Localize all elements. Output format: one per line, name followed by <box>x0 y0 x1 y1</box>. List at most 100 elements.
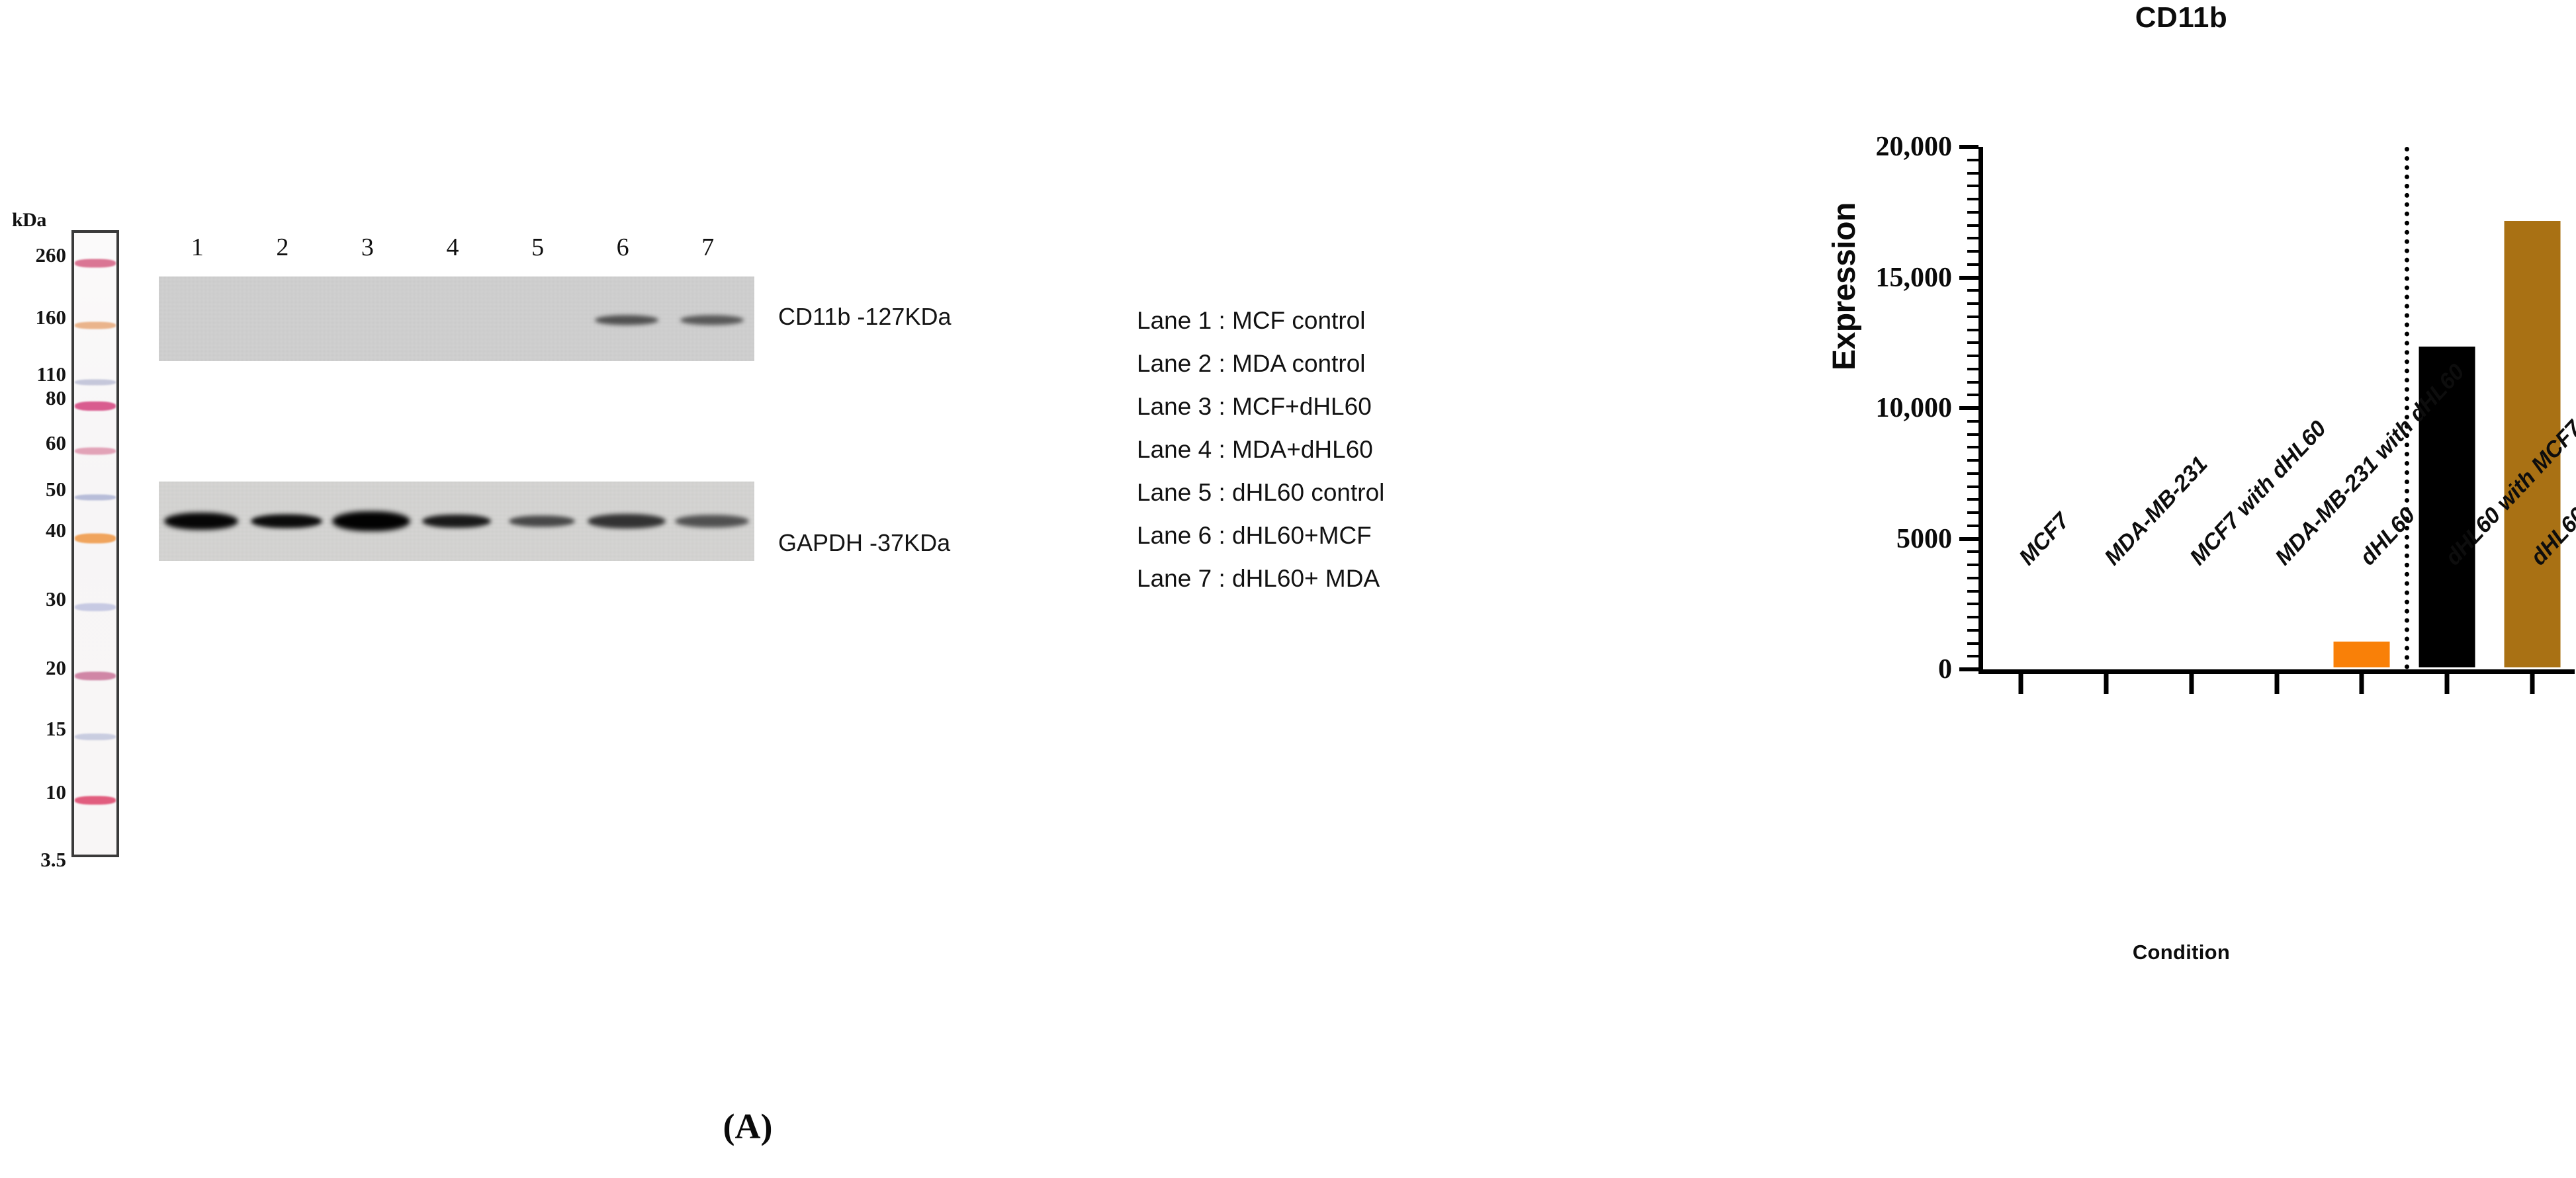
lane-number-5: 5 <box>531 233 545 261</box>
blot-band-gapdh-lane-4 <box>422 515 491 528</box>
ladder-band-30 <box>75 603 116 611</box>
lane-legend-item-4: Lane 4 : MDA+dHL60 <box>1137 436 1373 463</box>
ladder-label-60: 60 <box>46 431 66 454</box>
blot-band-gapdh-lane-2 <box>250 514 322 528</box>
y-minor-tick-12000 <box>1967 355 1978 357</box>
ladder-label-10: 10 <box>46 780 66 804</box>
y-minor-tick-8500 <box>1967 446 1978 449</box>
y-minor-tick-12500 <box>1967 341 1978 345</box>
ladder-band-110 <box>75 379 116 386</box>
blot-band-cd11b-lane-6 <box>595 315 659 325</box>
y-minor-tick-19000 <box>1967 171 1978 175</box>
blot-band-gapdh-lane-3 <box>332 511 411 531</box>
ladder-label-260: 260 <box>35 243 67 267</box>
ladder-label-160: 160 <box>35 306 67 329</box>
lane-legend-item-1: Lane 1 : MCF control <box>1137 307 1366 334</box>
bar-6 <box>2419 346 2475 667</box>
ladder-label-40: 40 <box>46 519 66 542</box>
lane-number-4: 4 <box>446 233 459 261</box>
ladder-label-15: 15 <box>46 717 66 740</box>
x-major-tick-4 <box>2274 674 2279 694</box>
ladder-band-20 <box>75 671 116 681</box>
y-minor-tick-7500 <box>1967 472 1978 475</box>
ladder-label-30: 30 <box>46 587 66 610</box>
y-minor-tick-2000 <box>1967 616 1978 618</box>
y-minor-tick-18000 <box>1967 198 1978 200</box>
x-major-tick-1 <box>2018 674 2023 694</box>
y-axis-title: Expression <box>1827 202 1862 370</box>
x-major-tick-5 <box>2359 674 2364 694</box>
y-minor-tick-10500 <box>1967 394 1978 397</box>
x-major-tick-6 <box>2444 674 2450 694</box>
y-major-tick-10000 <box>1959 406 1978 410</box>
lane-legend-item-7: Lane 7 : dHL60+ MDA <box>1137 565 1380 592</box>
y-minor-tick-8000 <box>1967 459 1978 462</box>
y-tick-label-20000: 20,000 <box>1875 132 1953 162</box>
y-minor-tick-16500 <box>1967 237 1978 240</box>
y-minor-tick-17500 <box>1967 210 1978 214</box>
y-minor-tick-3500 <box>1967 576 1978 579</box>
y-minor-tick-1000 <box>1967 642 1978 645</box>
y-minor-tick-14000 <box>1967 302 1978 305</box>
y-minor-tick-6500 <box>1967 498 1978 501</box>
lane-legend-item-5: Lane 5 : dHL60 control <box>1137 479 1385 506</box>
ladder-band-60 <box>75 447 116 455</box>
ladder-label-3-5: 3.5 <box>40 848 66 871</box>
y-minor-tick-13000 <box>1967 328 1978 331</box>
y-minor-tick-5500 <box>1967 524 1978 527</box>
y-minor-tick-2500 <box>1967 603 1978 606</box>
ladder-unit-label: kDa <box>12 209 46 231</box>
y-major-tick-15000 <box>1959 275 1978 280</box>
ladder-band-80 <box>75 401 116 411</box>
y-minor-tick-4000 <box>1967 564 1978 566</box>
ladder-band-40 <box>75 533 116 544</box>
y-minor-tick-6000 <box>1967 511 1978 514</box>
blot-membrane-gapdh <box>159 482 754 561</box>
plot-area <box>1959 145 2575 694</box>
lane-legend-item-2: Lane 2 : MDA control <box>1137 350 1366 377</box>
y-minor-tick-15500 <box>1967 263 1978 266</box>
lane-number-7: 7 <box>701 233 715 261</box>
lane-legend-item-3: Lane 3 : MCF+dHL60 <box>1137 393 1372 420</box>
y-minor-tick-19500 <box>1967 158 1978 161</box>
y-minor-tick-1500 <box>1967 628 1978 632</box>
ladder-band-15 <box>75 734 116 740</box>
chart-title: CD11b <box>2135 1 2228 34</box>
ladder-band-50 <box>75 494 116 501</box>
y-minor-tick-17000 <box>1967 224 1978 227</box>
blot-band-gapdh-lane-5 <box>508 515 575 527</box>
x-major-tick-2 <box>2104 674 2109 694</box>
y-minor-tick-16000 <box>1967 250 1978 253</box>
ladder-band-10 <box>75 796 116 805</box>
y-minor-tick-13500 <box>1967 315 1978 318</box>
lane-number-1: 1 <box>191 233 204 261</box>
panel-caption-a: (A) <box>723 1107 773 1146</box>
y-minor-tick-11500 <box>1967 367 1978 370</box>
y-major-tick-5000 <box>1959 536 1978 541</box>
y-minor-tick-9500 <box>1967 419 1978 423</box>
ladder-label-50: 50 <box>46 478 66 501</box>
blot-band-gapdh-lane-1 <box>164 513 239 530</box>
x-major-tick-7 <box>2530 674 2535 694</box>
vertical-dotted-divider <box>2404 147 2409 669</box>
lane-number-6: 6 <box>616 233 629 261</box>
blot-membrane-cd11b <box>159 276 754 361</box>
y-minor-tick-18500 <box>1967 185 1978 188</box>
blot-band-gapdh-lane-7 <box>674 515 749 528</box>
y-axis-spine <box>1978 147 1983 671</box>
y-tick-label-15000: 15,000 <box>1875 262 1953 293</box>
ladder-band-160 <box>75 321 116 329</box>
blot-label-cd11b: CD11b -127KDa <box>778 303 952 330</box>
ladder-label-110: 110 <box>36 362 66 386</box>
bar-7 <box>2504 220 2561 667</box>
y-minor-tick-3000 <box>1967 589 1978 593</box>
y-tick-label-10000: 10,000 <box>1875 393 1953 423</box>
lane-number-2: 2 <box>276 233 289 261</box>
blot-band-gapdh-lane-6 <box>588 514 666 528</box>
bar-5 <box>2333 641 2390 667</box>
y-tick-label-5000: 5000 <box>1896 523 1952 554</box>
y-minor-tick-9000 <box>1967 433 1978 436</box>
y-major-tick-20000 <box>1959 145 1978 149</box>
